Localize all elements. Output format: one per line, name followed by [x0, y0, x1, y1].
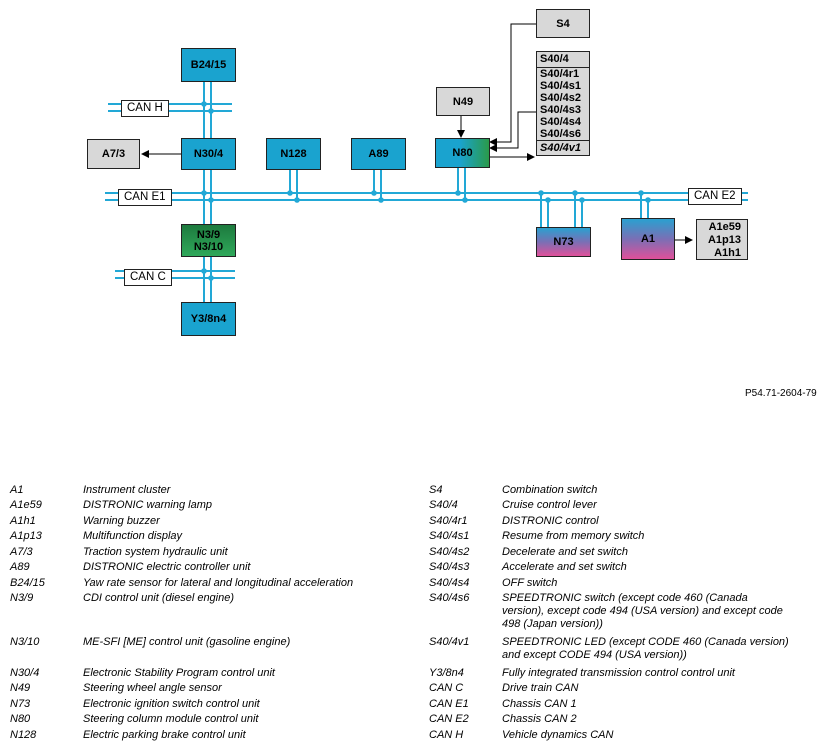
legend-desc: Chassis CAN 2	[502, 713, 577, 725]
legend-desc: Warning buzzer	[83, 515, 160, 527]
component-n80: N80	[435, 138, 490, 168]
legend-desc: Cruise control lever	[502, 499, 597, 511]
component-b24-15: B24/15	[181, 48, 236, 82]
s40-4-item: S40/4r1	[540, 68, 580, 80]
legend-code: S40/4	[429, 499, 458, 511]
legend-code: A1e59	[10, 499, 42, 511]
legend-code: S40/4s3	[429, 561, 470, 573]
legend-desc: Chassis CAN 1	[502, 698, 577, 710]
s40-4-item: S40/4s3	[540, 104, 581, 116]
legend-code: N49	[10, 682, 31, 694]
reference-number: P54.71-2604-79	[745, 388, 817, 399]
legend-desc: Decelerate and set switch	[502, 546, 628, 558]
legend-code: S40/4s6	[429, 592, 470, 604]
legend-desc: ME-SFI [ME] control unit (gasoline engin…	[83, 636, 291, 648]
legend-code: S4	[429, 484, 443, 496]
legend-code: N80	[10, 713, 31, 725]
legend-desc: Electronic Stability Program control uni…	[83, 667, 275, 679]
legend-desc: Accelerate and set switch	[502, 561, 627, 573]
component-y3-8n4: Y3/8n4	[181, 302, 236, 336]
n3-9-label: N3/9	[196, 228, 221, 241]
bus-wiring	[105, 23, 748, 302]
legend-desc: DISTRONIC warning lamp	[83, 499, 212, 511]
legend-desc: Steering wheel angle sensor	[83, 682, 222, 694]
s40-4-item: S40/4s2	[540, 92, 581, 104]
legend-desc: Traction system hydraulic unit	[83, 546, 228, 558]
legend-desc: Combination switch	[502, 484, 598, 496]
legend-desc: Vehicle dynamics CAN	[502, 729, 614, 741]
legend-code: S40/4r1	[429, 515, 468, 527]
legend-desc: Drive train CAN	[502, 682, 579, 694]
legend-code: A7/3	[10, 546, 33, 558]
legend-desc: Electronic ignition switch control unit	[83, 698, 260, 710]
s40-4-item: S40/4s6	[540, 128, 581, 140]
legend-code: CAN E1	[429, 698, 469, 710]
a1-component-list: A1e59 A1p13 A1h1	[696, 219, 748, 260]
can-h-label: CAN H	[121, 100, 169, 117]
legend-desc: SPEEDTRONIC switch (except code 460 (Can…	[502, 592, 783, 630]
legend-code: CAN C	[429, 682, 464, 694]
can-e2-label: CAN E2	[688, 188, 742, 205]
can-c-label: CAN C	[124, 269, 172, 286]
legend-code: A1p13	[10, 530, 42, 542]
legend-desc: CDI control unit (diesel engine)	[83, 592, 235, 604]
legend-code: S40/4s2	[429, 546, 470, 558]
component-a1: A1	[621, 218, 675, 260]
component-a89: A89	[351, 138, 406, 170]
legend-desc: Fully integrated transmission control co…	[502, 667, 735, 679]
legend-code: CAN E2	[429, 713, 469, 725]
component-n49: N49	[436, 87, 490, 116]
s40-4-header: S40/4	[537, 52, 589, 68]
legend-code: Y3/8n4	[429, 667, 464, 679]
legend-code: B24/15	[10, 577, 45, 589]
legend-desc: DISTRONIC control	[502, 515, 599, 527]
legend-desc: OFF switch	[502, 577, 558, 589]
legend-code: N73	[10, 698, 31, 710]
a1-item: A1h1	[714, 247, 741, 259]
n3-10-label: N3/10	[193, 240, 224, 253]
legend-desc: DISTRONIC electric controller unit	[83, 561, 251, 573]
s40-4-item: S40/4s1	[540, 80, 581, 92]
a1-item: A1e59	[708, 221, 741, 233]
legend-code: S40/4s1	[429, 530, 470, 542]
can-e1-label: CAN E1	[118, 189, 172, 206]
component-n128: N128	[266, 138, 321, 170]
legend-desc: Instrument cluster	[83, 484, 171, 496]
legend-code: A89	[10, 561, 30, 573]
legend-code: N3/9	[10, 592, 34, 604]
s40-4-component-list: S40/4 S40/4r1 S40/4s1 S40/4s2 S40/4s3 S4…	[536, 51, 590, 156]
component-a7-3: A7/3	[87, 139, 140, 169]
component-n30-4: N30/4	[181, 138, 236, 170]
legend-desc: Electric parking brake control unit	[83, 729, 246, 741]
s40-4-item: S40/4s4	[540, 116, 581, 128]
legend-code: A1h1	[10, 515, 36, 527]
s40-4v1-item: S40/4v1	[537, 140, 589, 155]
legend-desc: Yaw rate sensor for lateral and longitud…	[83, 577, 354, 589]
a1-item: A1p13	[707, 234, 741, 246]
legend-desc: Steering column module control unit	[83, 713, 259, 725]
legend-code: CAN H	[429, 729, 464, 741]
component-s4: S4	[536, 9, 590, 38]
can-network-diagram: CAN H CAN E1 CAN C CAN E2 B24/15 A7/3 N3…	[87, 9, 817, 399]
legend-code: S40/4v1	[429, 636, 470, 648]
legend-code: A1	[10, 484, 24, 496]
legend-desc: Multifunction display	[83, 530, 183, 542]
component-n73: N73	[536, 227, 591, 257]
legend-code: N128	[10, 729, 37, 741]
legend-code: S40/4s4	[429, 577, 470, 589]
legend-desc: Resume from memory switch	[502, 530, 645, 542]
legend-code: N30/4	[10, 667, 40, 679]
component-n3-9-n3-10: N3/9 N3/10	[181, 224, 236, 257]
legend-code: N3/10	[10, 636, 40, 648]
legend-desc: SPEEDTRONIC LED (except CODE 460 (Canada…	[502, 636, 789, 661]
